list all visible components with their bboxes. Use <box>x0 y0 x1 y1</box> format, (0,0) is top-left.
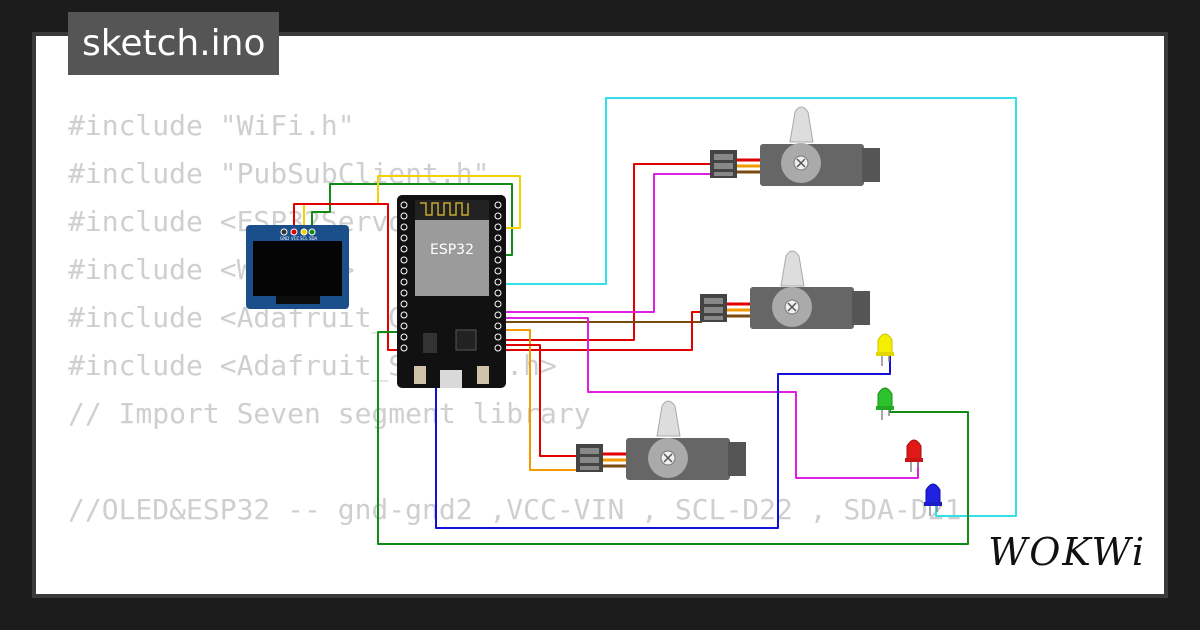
wire-cyan <box>498 97 1017 517</box>
wire-red-servo2 <box>498 311 702 351</box>
led-blue[interactable] <box>924 483 942 516</box>
oled-pin-sda: SDA <box>309 236 318 241</box>
code-line: #include "PubSubClient.h" <box>68 157 490 190</box>
esp32-right-pins <box>494 201 502 352</box>
esp32-module <box>415 220 489 296</box>
code-line: #include "WiFi.h" <box>68 109 355 142</box>
wokwi-logo: WOKWi <box>986 526 1148 578</box>
led-yellow[interactable] <box>876 333 894 366</box>
oled-display[interactable]: GND VCC SCL SDA <box>246 225 349 309</box>
wire-magenta-servo1 <box>498 173 712 313</box>
servo-motor-3[interactable] <box>576 400 746 480</box>
oled-pin-gnd: GND <box>280 236 289 241</box>
wire-magenta-led <box>498 317 919 479</box>
code-line: //OLED&ESP32 -- gnd-gnd2 ,VCC-VIN , SCL-… <box>68 493 962 526</box>
esp32-left-pins <box>400 201 408 352</box>
wire-orange-servo3 <box>498 329 578 471</box>
boot-button[interactable] <box>414 366 426 384</box>
code-line: // Import Seven segment library <box>68 397 591 430</box>
servo-motor-1[interactable] <box>710 106 880 186</box>
wire-green-led <box>377 331 969 545</box>
oled-pin-scl: SCL <box>300 236 308 241</box>
esp32-label: ESP32 <box>430 242 474 258</box>
led-green[interactable] <box>876 387 894 420</box>
servo-motor-2[interactable] <box>700 250 870 329</box>
wire-green-oled <box>311 183 513 256</box>
oled-pins <box>280 228 316 236</box>
sketch-title: sketch.ino <box>68 12 280 75</box>
wire-red-servo3 <box>498 344 578 457</box>
usb-port <box>440 370 462 388</box>
wire-red-oled <box>293 203 405 351</box>
oled-pin-vcc: VCC <box>291 236 300 241</box>
wire-red-servo1 <box>498 163 712 341</box>
led-red[interactable] <box>905 439 923 472</box>
code-line: // Servo 1,2,3&ESP32 -- brown-gnd1 , red… <box>68 582 1164 594</box>
esp32-board[interactable]: ESP32 <box>397 195 506 388</box>
en-button[interactable] <box>477 366 489 384</box>
